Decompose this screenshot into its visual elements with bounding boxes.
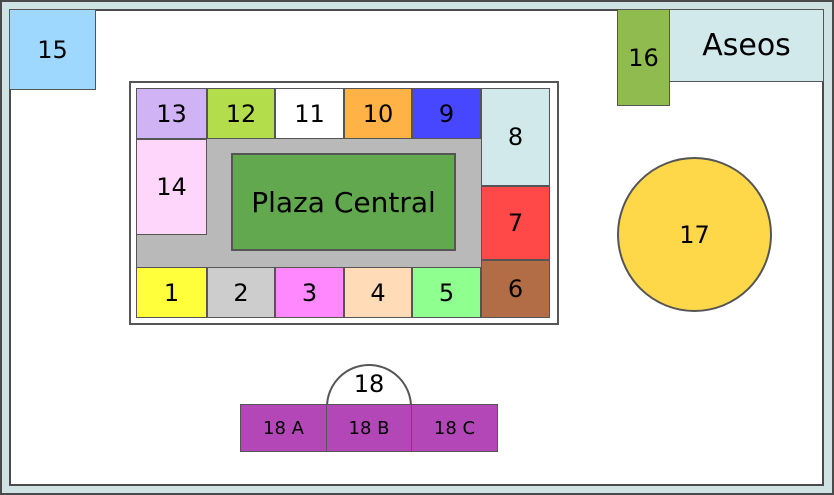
stall-label: 16 (628, 43, 659, 72)
stall-12[interactable]: 12 (207, 88, 275, 139)
stall-14[interactable]: 14 (136, 139, 207, 235)
stall-label: 1 (163, 278, 180, 307)
stall-11[interactable]: 11 (275, 88, 344, 139)
stall-label: 3 (301, 278, 318, 307)
stall-label: 17 (679, 220, 710, 249)
stall-label: 4 (370, 278, 386, 307)
stall-9[interactable]: 9 (412, 88, 481, 139)
stall-label: 13 (156, 99, 187, 128)
stall-13[interactable]: 13 (136, 88, 207, 139)
stall-label: 18 C (433, 417, 476, 439)
stall-label: 14 (156, 173, 187, 201)
stall-label: 12 (225, 99, 257, 128)
stall-7[interactable]: 7 (481, 186, 550, 260)
stall-4[interactable]: 4 (344, 267, 412, 318)
aseos-area[interactable]: Aseos (669, 9, 824, 82)
stall-label: 10 (362, 99, 394, 128)
stall-label: 8 (507, 123, 524, 151)
stall-label: 18 B (348, 417, 390, 439)
plaza-label: Plaza Central (251, 185, 436, 219)
stall-1[interactable]: 1 (136, 267, 207, 318)
stall-label: 5 (438, 278, 455, 307)
stall-15[interactable]: 15 (9, 9, 96, 90)
stall-10[interactable]: 10 (344, 88, 412, 139)
stall-6[interactable]: 6 (481, 260, 550, 318)
stall-5[interactable]: 5 (412, 267, 481, 318)
stall-18a[interactable]: 18 A (240, 404, 327, 452)
stall-2[interactable]: 2 (207, 267, 275, 318)
plaza-central[interactable]: Plaza Central (231, 153, 456, 251)
stall-label: 18 A (263, 417, 304, 439)
stall-label: 6 (507, 275, 524, 303)
stall-label: 2 (233, 278, 249, 307)
stall-label: 11 (294, 99, 325, 128)
stall-label: 18 (353, 370, 385, 398)
stall-label: 7 (507, 209, 524, 237)
stall-17[interactable]: 17 (617, 157, 772, 312)
stall-3[interactable]: 3 (275, 267, 344, 318)
stall-18c[interactable]: 18 C (411, 404, 498, 452)
stall-16[interactable]: 16 (617, 9, 670, 106)
stall-8[interactable]: 8 (481, 88, 550, 186)
stall-label: 15 (37, 35, 68, 64)
stall-label: 9 (438, 99, 455, 128)
stall-18b[interactable]: 18 B (326, 404, 412, 452)
aseos-label: Aseos (702, 28, 791, 63)
